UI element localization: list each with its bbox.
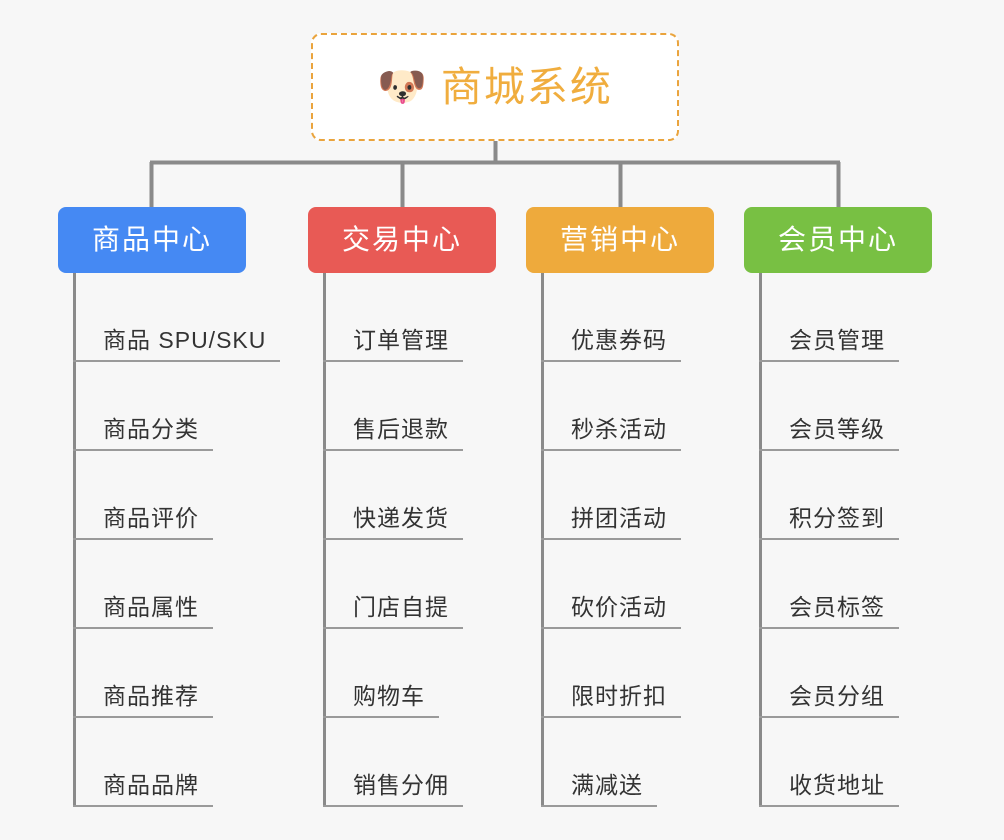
list-item[interactable]: 砍价活动 bbox=[541, 540, 801, 629]
leaf-label: 商品分类 bbox=[103, 415, 199, 442]
leaf-label: 商品品牌 bbox=[103, 771, 199, 798]
root-node-label: 商城系统 bbox=[440, 63, 613, 110]
list-item[interactable]: 商品评价 bbox=[73, 451, 333, 540]
leaf-list-trade-center: 订单管理 售后退款 快递发货 门店自提 购物车 销售分佣 bbox=[323, 273, 583, 807]
list-item[interactable]: 会员分组 bbox=[759, 629, 1004, 718]
column-trunk-line bbox=[541, 273, 544, 807]
category-column-marketing-center: 营销中心 优惠券码 秒杀活动 拼团活动 砍价活动 限时折扣 满减送 bbox=[526, 207, 714, 807]
list-item[interactable]: 会员等级 bbox=[759, 362, 1004, 451]
list-item[interactable]: 收货地址 bbox=[759, 718, 1004, 807]
leaf-label: 快递发货 bbox=[353, 504, 449, 531]
leaf-label: 会员等级 bbox=[789, 415, 885, 442]
list-item[interactable]: 积分签到 bbox=[759, 451, 1004, 540]
list-item[interactable]: 门店自提 bbox=[323, 540, 583, 629]
leaf-label: 商品推荐 bbox=[103, 682, 199, 709]
leaf-label: 商品 SPU/SKU bbox=[103, 326, 267, 353]
leaf-label: 会员管理 bbox=[789, 326, 885, 353]
list-item[interactable]: 商品推荐 bbox=[73, 629, 333, 718]
list-item[interactable]: 限时折扣 bbox=[541, 629, 801, 718]
list-item[interactable]: 拼团活动 bbox=[541, 451, 801, 540]
leaf-list-marketing-center: 优惠券码 秒杀活动 拼团活动 砍价活动 限时折扣 满减送 bbox=[541, 273, 801, 807]
leaf-label: 限时折扣 bbox=[571, 682, 667, 709]
category-header-trade-center[interactable]: 交易中心 bbox=[308, 207, 496, 273]
category-column-trade-center: 交易中心 订单管理 售后退款 快递发货 门店自提 购物车 销售分佣 bbox=[308, 207, 496, 807]
leaf-label: 会员标签 bbox=[789, 593, 885, 620]
list-item[interactable]: 商品分类 bbox=[73, 362, 333, 451]
category-header-product-center[interactable]: 商品中心 bbox=[58, 207, 246, 273]
leaf-label: 秒杀活动 bbox=[571, 415, 667, 442]
list-item[interactable]: 快递发货 bbox=[323, 451, 583, 540]
category-label: 交易中心 bbox=[341, 224, 462, 255]
category-label: 商品中心 bbox=[91, 224, 212, 255]
leaf-label: 订单管理 bbox=[353, 326, 449, 353]
list-item[interactable]: 会员管理 bbox=[759, 273, 1004, 362]
leaf-label: 砍价活动 bbox=[571, 593, 667, 620]
root-node-shopping-mall-system[interactable]: 🐶 商城系统 bbox=[311, 33, 679, 141]
leaf-label: 积分签到 bbox=[789, 504, 885, 531]
list-item[interactable]: 满减送 bbox=[541, 718, 801, 807]
category-column-product-center: 商品中心 商品 SPU/SKU 商品分类 商品评价 商品属性 商品推荐 商品品牌 bbox=[58, 207, 281, 807]
list-item[interactable]: 商品品牌 bbox=[73, 718, 333, 807]
list-item[interactable]: 购物车 bbox=[323, 629, 583, 718]
leaf-label: 商品属性 bbox=[103, 593, 199, 620]
column-trunk-line bbox=[759, 273, 762, 807]
leaf-list-member-center: 会员管理 会员等级 积分签到 会员标签 会员分组 收货地址 bbox=[759, 273, 1004, 807]
list-item[interactable]: 订单管理 bbox=[323, 273, 583, 362]
leaf-label: 收货地址 bbox=[789, 771, 885, 798]
list-item[interactable]: 售后退款 bbox=[323, 362, 583, 451]
leaf-label: 售后退款 bbox=[353, 415, 449, 442]
leaf-label: 优惠券码 bbox=[571, 326, 667, 353]
list-item[interactable]: 秒杀活动 bbox=[541, 362, 801, 451]
list-item[interactable]: 优惠券码 bbox=[541, 273, 801, 362]
list-item[interactable]: 商品 SPU/SKU bbox=[73, 273, 333, 362]
list-item[interactable]: 会员标签 bbox=[759, 540, 1004, 629]
list-item[interactable]: 商品属性 bbox=[73, 540, 333, 629]
leaf-label: 销售分佣 bbox=[353, 771, 449, 798]
leaf-label: 购物车 bbox=[353, 682, 425, 709]
dog-face-icon: 🐶 bbox=[377, 65, 427, 109]
category-header-member-center[interactable]: 会员中心 bbox=[744, 207, 932, 273]
leaf-label: 商品评价 bbox=[103, 504, 199, 531]
leaf-list-product-center: 商品 SPU/SKU 商品分类 商品评价 商品属性 商品推荐 商品品牌 bbox=[73, 273, 333, 807]
category-header-marketing-center[interactable]: 营销中心 bbox=[526, 207, 714, 273]
leaf-label: 门店自提 bbox=[353, 593, 449, 620]
leaf-label: 拼团活动 bbox=[571, 504, 667, 531]
column-trunk-line bbox=[73, 273, 76, 807]
category-label: 营销中心 bbox=[559, 224, 680, 255]
column-trunk-line bbox=[323, 273, 326, 807]
category-label: 会员中心 bbox=[777, 224, 898, 255]
category-column-member-center: 会员中心 会员管理 会员等级 积分签到 会员标签 会员分组 收货地址 bbox=[744, 207, 932, 807]
leaf-label: 会员分组 bbox=[789, 682, 885, 709]
list-item[interactable]: 销售分佣 bbox=[323, 718, 583, 807]
leaf-label: 满减送 bbox=[571, 771, 643, 798]
